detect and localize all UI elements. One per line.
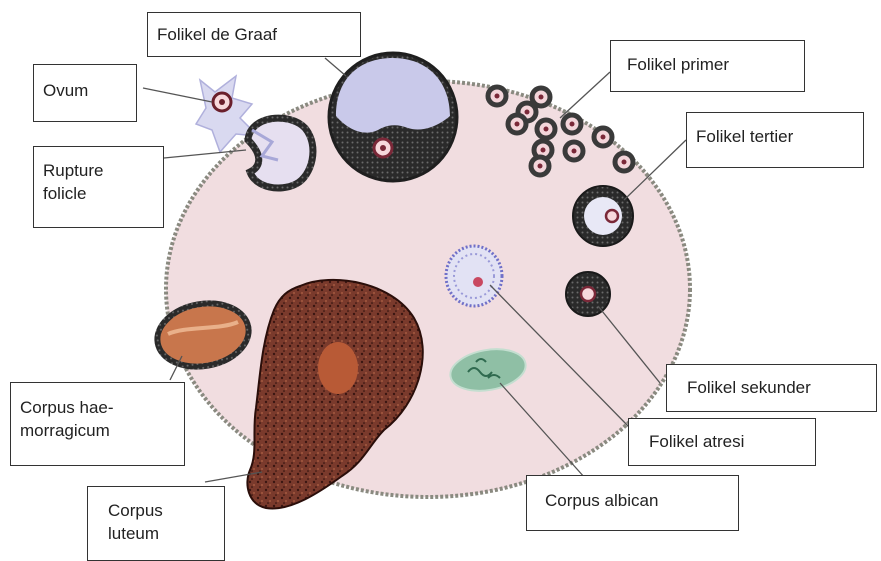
label-corpus-albican: Corpus albican	[526, 475, 739, 531]
graafian-follicle	[329, 53, 457, 181]
secondary-follicle	[566, 272, 610, 316]
label-folikel-sekunder: Folikel sekunder	[666, 364, 877, 412]
label-folikel-tertier: Folikel tertier	[686, 112, 864, 168]
label-corpus-luteum: Corpus luteum	[87, 486, 225, 561]
label-rupture-folicle: Rupture folicle	[33, 146, 164, 228]
label-ovum: Ovum	[33, 64, 137, 122]
atretic-follicle	[446, 246, 502, 306]
label-folikel-primer: Folikel primer	[610, 40, 805, 92]
label-corpus-haemorragicum: Corpus hae- morragicum	[10, 382, 185, 466]
ruptured-follicle	[248, 118, 313, 188]
label-folikel-de-graaf: Folikel de Graaf	[147, 12, 361, 57]
label-folikel-atresi: Folikel atresi	[628, 418, 816, 466]
tertiary-follicle	[573, 186, 633, 246]
